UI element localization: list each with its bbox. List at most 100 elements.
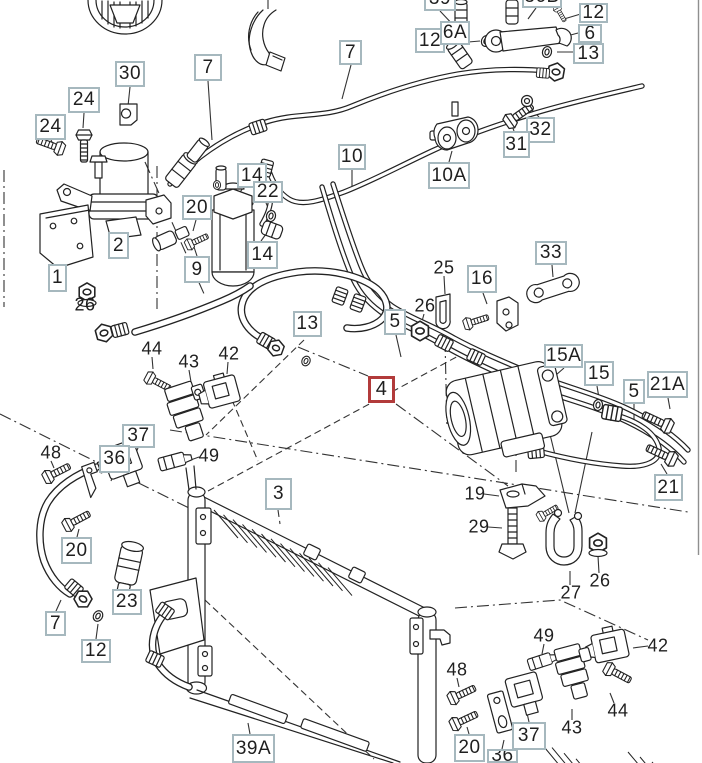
callout-33[interactable]: 33 bbox=[535, 241, 567, 265]
callout-5[interactable]: 5 bbox=[384, 309, 406, 335]
nut-26c bbox=[588, 532, 608, 558]
callout-20[interactable]: 20 bbox=[61, 537, 92, 564]
callout-7[interactable]: 7 bbox=[45, 611, 66, 636]
callout-7[interactable]: 7 bbox=[194, 54, 222, 81]
part-number-19: 19 bbox=[464, 483, 486, 504]
callout-9[interactable]: 9 bbox=[184, 256, 210, 283]
callout-21[interactable]: 21 bbox=[654, 474, 683, 501]
pipe-7-end-fitting bbox=[535, 60, 567, 84]
elbow-14 bbox=[260, 220, 284, 240]
condenser bbox=[144, 465, 654, 763]
callout-5[interactable]: 5 bbox=[623, 379, 645, 404]
bracket-16 bbox=[461, 296, 519, 332]
switch-group bbox=[410, 272, 580, 342]
part-9-and-bolt-20 bbox=[152, 225, 211, 252]
nut-26 bbox=[77, 282, 97, 308]
part-number-44: 44 bbox=[607, 700, 629, 721]
callout-24[interactable]: 24 bbox=[68, 87, 100, 113]
callout-12[interactable]: 12 bbox=[579, 3, 608, 23]
condenser-left-hose bbox=[144, 577, 205, 687]
callout-4-highlighted[interactable]: 4 bbox=[368, 376, 395, 403]
callout-39[interactable]: 39 bbox=[424, 0, 456, 11]
callout-23[interactable]: 23 bbox=[112, 589, 142, 615]
callout-37[interactable]: 37 bbox=[512, 722, 546, 750]
callout-2[interactable]: 2 bbox=[108, 232, 129, 259]
callout-20[interactable]: 20 bbox=[182, 195, 212, 220]
shackle-25 bbox=[435, 293, 451, 330]
callout-10A[interactable]: 10A bbox=[428, 162, 470, 189]
clamp-27-group bbox=[498, 483, 608, 566]
compressor bbox=[445, 361, 568, 458]
clip-30 bbox=[119, 103, 138, 126]
condenser-brackets bbox=[195, 507, 451, 677]
callout-13[interactable]: 13 bbox=[293, 311, 322, 337]
bolt-20b bbox=[60, 506, 94, 534]
part-number-26: 26 bbox=[589, 570, 611, 591]
valve-36b bbox=[505, 0, 519, 25]
pipe-10 bbox=[256, 86, 642, 224]
right-bracket-cluster bbox=[445, 625, 635, 734]
callout-36B[interactable]: 36B bbox=[522, 0, 562, 8]
callout-6A[interactable]: 6A bbox=[440, 21, 470, 45]
bolt-20c bbox=[447, 706, 481, 734]
part-number-48: 48 bbox=[40, 442, 62, 463]
pulley bbox=[87, 0, 163, 35]
callout-37[interactable]: 37 bbox=[122, 424, 155, 448]
callout-14[interactable]: 14 bbox=[247, 241, 278, 269]
callout-24[interactable]: 24 bbox=[35, 114, 66, 140]
callout-3[interactable]: 3 bbox=[265, 478, 292, 510]
callout-36[interactable]: 36 bbox=[99, 445, 130, 473]
callout-6[interactable]: 6 bbox=[578, 24, 602, 43]
clamp-strap-2 bbox=[56, 155, 172, 225]
washer-32 bbox=[520, 94, 534, 108]
callout-39A[interactable]: 39A bbox=[232, 734, 275, 763]
callout-22[interactable]: 22 bbox=[253, 181, 283, 203]
holder-37b bbox=[504, 671, 544, 716]
bolt-44b bbox=[601, 660, 635, 688]
clip-49b bbox=[526, 652, 559, 671]
bolt-29 bbox=[498, 507, 527, 560]
part-number-26: 26 bbox=[74, 294, 96, 315]
fitting-6-group bbox=[429, 0, 572, 151]
callout-12[interactable]: 12 bbox=[81, 639, 111, 663]
callout-30[interactable]: 30 bbox=[115, 61, 145, 87]
callout-31[interactable]: 31 bbox=[503, 131, 530, 158]
nut-26b bbox=[410, 320, 430, 342]
part-number-49: 49 bbox=[198, 445, 220, 466]
callout-21A[interactable]: 21A bbox=[647, 371, 688, 398]
callout-15[interactable]: 15 bbox=[584, 361, 614, 386]
bracket-10a bbox=[429, 101, 479, 151]
union-wrench-6 bbox=[484, 26, 572, 53]
callout-32[interactable]: 32 bbox=[526, 117, 555, 143]
bracket-19 bbox=[499, 483, 546, 509]
bolt-48b bbox=[445, 680, 479, 708]
washer-13 bbox=[540, 44, 554, 60]
part-number-43: 43 bbox=[561, 717, 583, 738]
callout-15A[interactable]: 15A bbox=[544, 344, 583, 368]
leader-lines bbox=[50, 0, 671, 750]
callout-36[interactable]: 36 bbox=[487, 749, 518, 763]
callout-20[interactable]: 20 bbox=[454, 734, 485, 762]
callout-16[interactable]: 16 bbox=[467, 265, 497, 293]
callout-7[interactable]: 7 bbox=[339, 40, 362, 65]
part-number-42: 42 bbox=[647, 635, 669, 656]
bracket-plate-1 bbox=[39, 204, 94, 269]
part-number-25: 25 bbox=[433, 257, 455, 278]
part-number-29: 29 bbox=[468, 516, 490, 537]
callout-1[interactable]: 1 bbox=[48, 264, 67, 292]
bracket-36b bbox=[486, 690, 514, 734]
part-number-49: 49 bbox=[533, 625, 555, 646]
cable-tie bbox=[248, 9, 286, 72]
service-valves bbox=[165, 137, 210, 188]
mount-assembly bbox=[33, 0, 172, 308]
callout-10[interactable]: 10 bbox=[338, 144, 366, 170]
callout-13[interactable]: 13 bbox=[573, 43, 604, 64]
part-number-42: 42 bbox=[218, 343, 240, 364]
drier-top-fittings bbox=[212, 165, 284, 240]
part-number-26: 26 bbox=[414, 295, 436, 316]
clip-49a bbox=[157, 451, 193, 472]
u-clamp-27 bbox=[545, 508, 583, 566]
part-number-43: 43 bbox=[178, 351, 200, 372]
